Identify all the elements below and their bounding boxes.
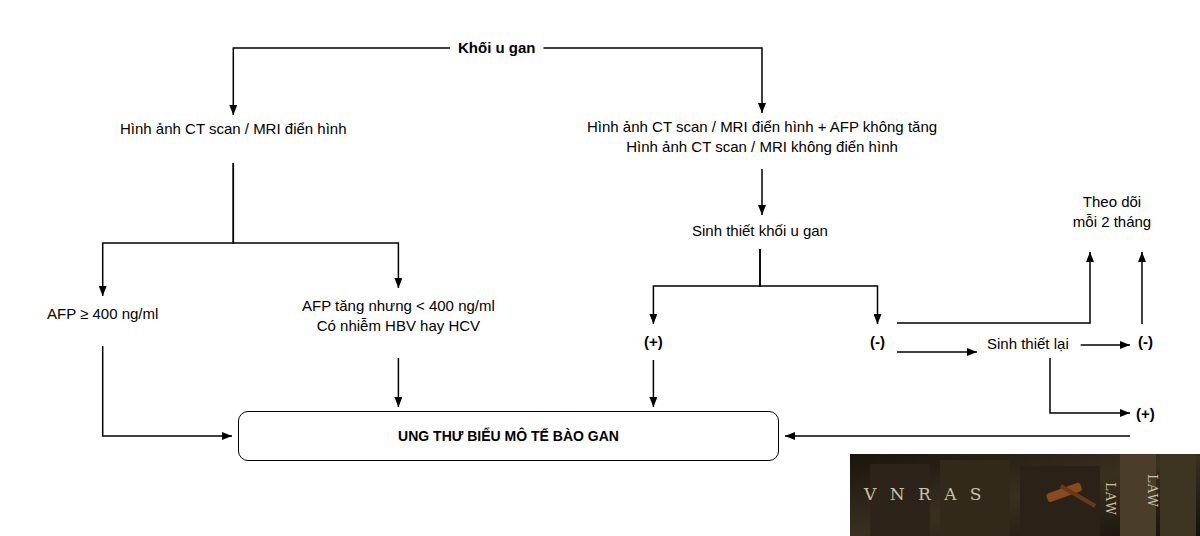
flow-arrow	[1050, 358, 1130, 413]
node-text: Hình ảnh CT scan / MRI không điển hình	[587, 137, 937, 157]
watermark-text: V N R A S	[864, 484, 986, 504]
result-sign: (+)	[644, 332, 663, 352]
flow-arrow	[761, 169, 763, 215]
flow-arrow	[398, 358, 400, 407]
box-content: UNG THƯ BIỂU MÔ TẾ BÀO GAN	[398, 426, 619, 446]
watermark-text: LAW	[1145, 474, 1160, 508]
process-text: Sinh thiết lại	[987, 334, 1069, 354]
node-text: (-)	[870, 332, 885, 352]
result-sign: (+)	[1136, 404, 1155, 424]
flow-arrow	[897, 351, 977, 353]
node-text: Sinh thiết khối u gan	[692, 221, 828, 241]
watermark-text: LAW	[1103, 482, 1118, 516]
flow-arrow	[544, 48, 763, 113]
flow-arrow	[1081, 344, 1130, 346]
node-text: AFP ≥ 400 ng/ml	[47, 304, 158, 324]
node-text: UNG THƯ BIỂU MÔ TẾ BÀO GAN	[398, 426, 619, 446]
process-text: Sinh thiết khối u gan	[692, 221, 828, 241]
node-text: Hình ảnh CT scan / MRI điển hình	[120, 119, 347, 139]
watermark-logo: V N R A S LAW LAW	[850, 454, 1200, 536]
node-text: Khối u gan	[458, 38, 536, 58]
node-text: Có nhiễm HBV hay HCV	[302, 316, 495, 336]
condition-text: AFP tăng nhưng < 400 ng/mlCó nhiễm HBV h…	[302, 296, 495, 336]
diagnosis-box: UNG THƯ BIỂU MÔ TẾ BÀO GAN	[238, 411, 779, 461]
flow-arrow	[103, 346, 232, 436]
node-text: AFP tăng nhưng < 400 ng/ml	[302, 296, 495, 316]
flow-arrow	[653, 249, 760, 324]
result-sign: (-)	[1138, 332, 1153, 352]
node-text: Sinh thiết lại	[987, 334, 1069, 354]
flow-arrow	[233, 163, 398, 288]
flow-arrow	[785, 435, 1130, 437]
flow-arrow	[233, 48, 450, 115]
result-sign: (-)	[870, 332, 885, 352]
condition-text: Hình ảnh CT scan / MRI điển hình	[120, 119, 347, 139]
condition-text: Hình ảnh CT scan / MRI điển hình + AFP k…	[587, 117, 937, 157]
condition-text: AFP ≥ 400 ng/ml	[47, 304, 158, 324]
node-text: Theo dõi mỗi 2 tháng	[1070, 192, 1154, 232]
follow-up-text: Theo dõi mỗi 2 tháng	[1070, 192, 1154, 232]
node-text: Hình ảnh CT scan / MRI điển hình + AFP k…	[587, 117, 937, 137]
node-text: (-)	[1138, 332, 1153, 352]
flow-arrow	[103, 163, 234, 296]
node-text: (+)	[644, 332, 663, 352]
node-text: (+)	[1136, 404, 1155, 424]
flow-arrow	[1141, 252, 1143, 324]
flow-arrow	[653, 360, 655, 407]
flow-arrow	[897, 252, 1090, 323]
start-node: Khối u gan	[458, 38, 536, 58]
flow-arrow	[760, 249, 878, 324]
